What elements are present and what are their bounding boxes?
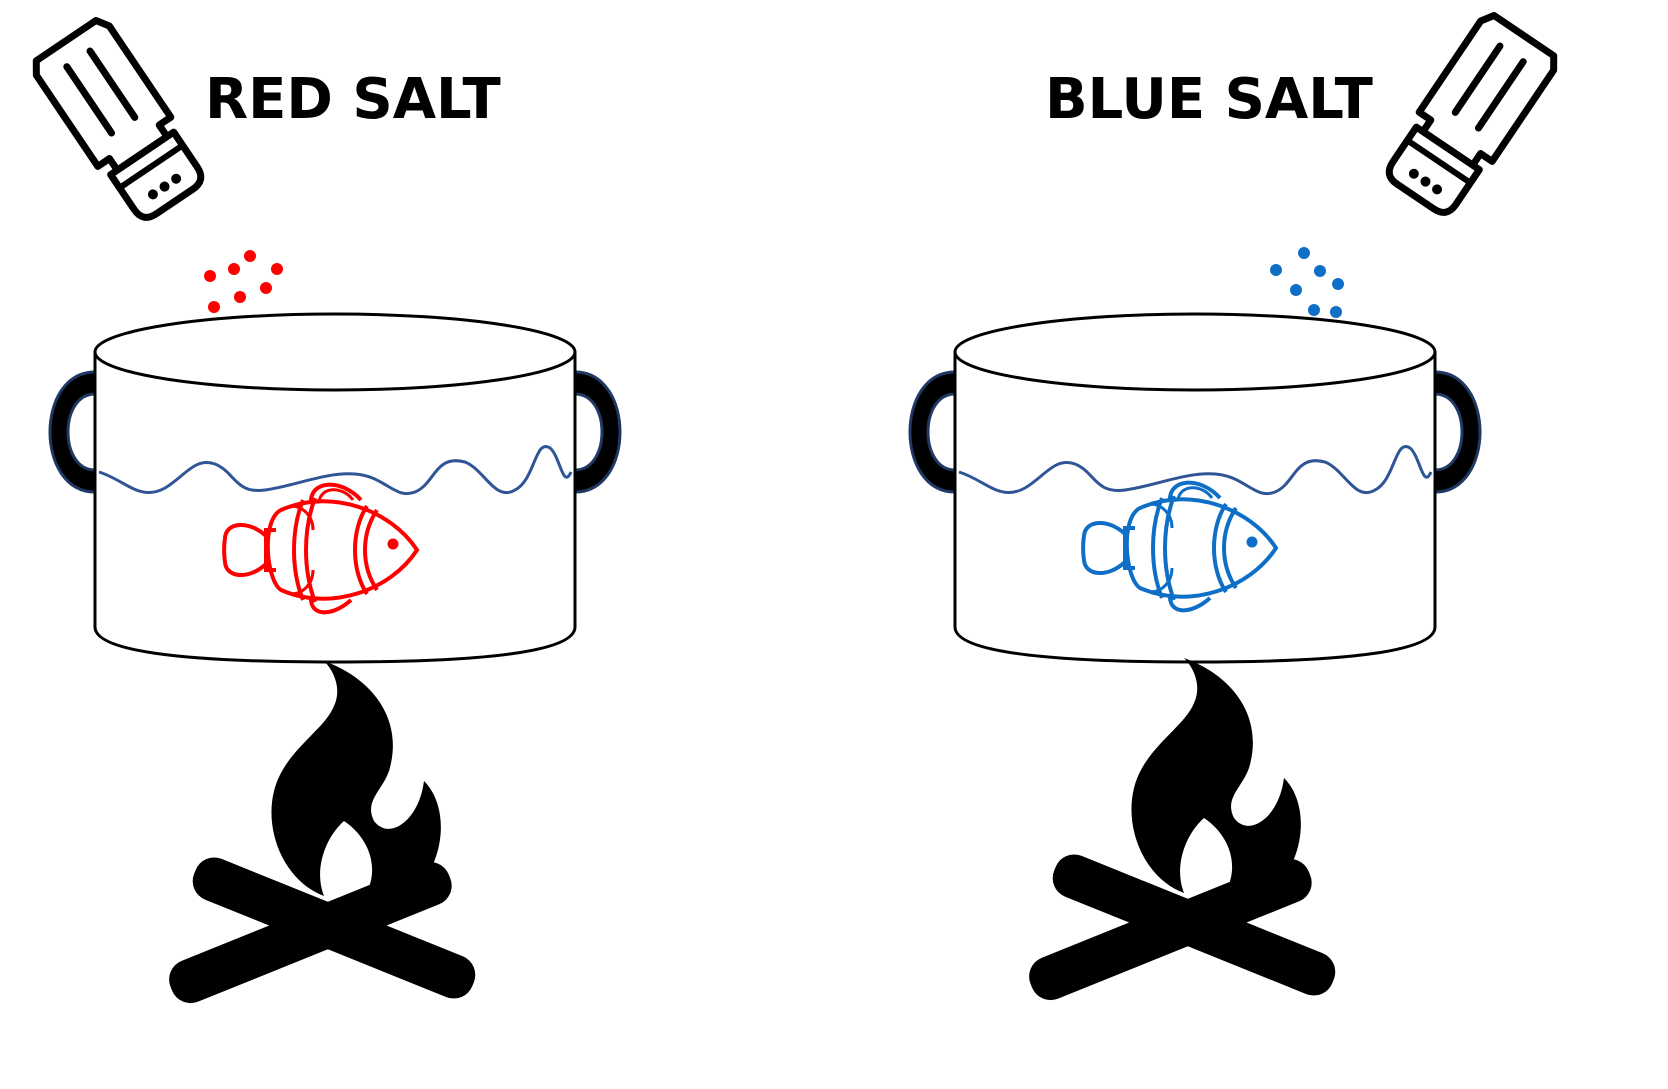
salt-grain [1332,278,1344,290]
salt-grain [208,301,220,313]
salt-grain [244,250,256,262]
salt-grain [1290,284,1302,296]
salt-grains [1270,247,1344,318]
panel-red-salt: RED SALT [30,16,622,1010]
salt-grain [260,282,272,294]
salt-grains [204,250,283,313]
campfire-icon [1023,658,1342,1007]
salt-grain [271,263,283,275]
salt-grain [1308,304,1320,316]
salt-grain [1314,265,1326,277]
salt-shaker-icon [30,16,211,226]
campfire-icon [163,661,482,1010]
salt-grain [228,263,240,275]
salt-grain [204,270,216,282]
panel-label: RED SALT [205,67,501,132]
salt-shaker-icon [1379,11,1560,221]
panel-label: BLUE SALT [1045,67,1373,132]
salt-grain [234,291,246,303]
salt-grain [1298,247,1310,259]
salt-grain [1270,264,1282,276]
salt-grain [1330,306,1342,318]
panel-blue-salt: BLUE SALT [908,11,1560,1007]
